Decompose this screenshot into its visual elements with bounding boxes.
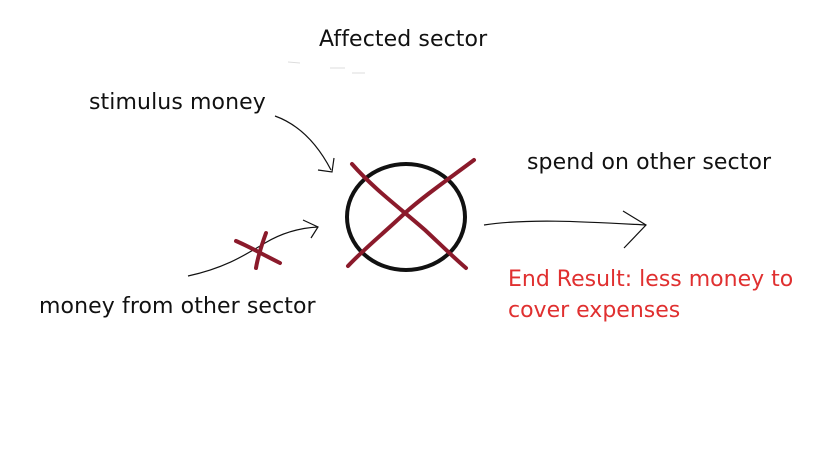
affected-sector-circle bbox=[345, 162, 467, 272]
other-money-arrowhead bbox=[302, 219, 319, 239]
faint-mark bbox=[287, 61, 365, 74]
blocked-input-cross-stroke-2 bbox=[254, 231, 268, 270]
other-money-arrow-line bbox=[187, 226, 319, 277]
money-other-sector-label: money from other sector bbox=[39, 294, 316, 319]
sector-cross-stroke-2 bbox=[346, 158, 476, 268]
spend-other-sector-label: spend on other sector bbox=[527, 150, 772, 175]
stimulus-arrow-line bbox=[274, 115, 332, 171]
end-result-line-2: cover expenses bbox=[508, 298, 681, 323]
end-result-text: End Result: less money to cover expenses bbox=[508, 264, 793, 326]
end-result-line-1: End Result: less money to bbox=[508, 267, 794, 292]
blocked-input-cross-stroke-1 bbox=[234, 239, 282, 265]
spend-arrowhead bbox=[622, 210, 647, 249]
stimulus-arrowhead bbox=[317, 157, 335, 173]
stimulus-money-label: stimulus money bbox=[89, 90, 266, 115]
sector-cross-stroke-1 bbox=[350, 162, 468, 270]
diagram-title: Affected sector bbox=[319, 27, 488, 52]
spend-arrow-line bbox=[483, 220, 647, 226]
